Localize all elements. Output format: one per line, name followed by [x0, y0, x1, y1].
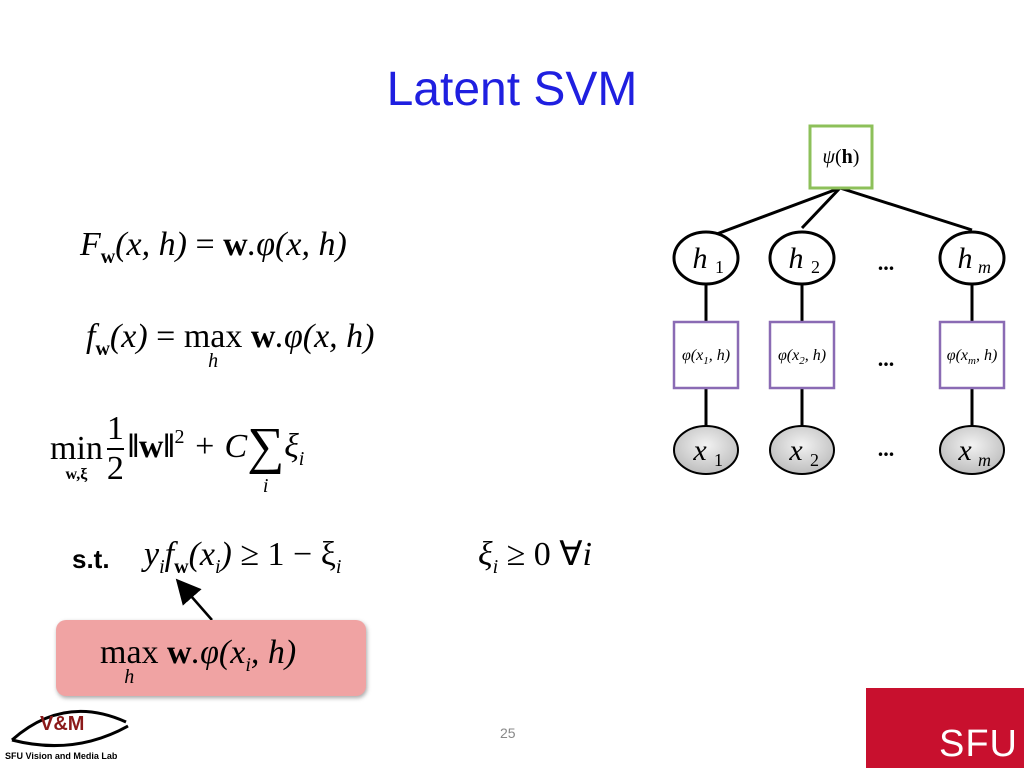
feature-ellipsis: ... — [878, 346, 895, 371]
svg-text:x: x — [788, 434, 803, 467]
observed-node-2: x 2 — [769, 425, 835, 475]
svg-text:2: 2 — [810, 450, 819, 470]
observed-ellipsis: ... — [878, 436, 895, 461]
observed-node-m: x m — [939, 425, 1005, 475]
svg-text:φ(x2, h): φ(x2, h) — [778, 347, 826, 367]
latent-max-callout — [56, 620, 366, 696]
root-psi-label: ψ(h) — [823, 146, 860, 168]
svg-text:1: 1 — [715, 257, 724, 277]
hidden-ellipsis: ... — [878, 250, 895, 275]
svg-text:x: x — [957, 434, 972, 467]
svg-text:h: h — [958, 242, 973, 275]
feature-box-2: φ(x2, h) — [768, 320, 836, 390]
svg-text:m: m — [978, 257, 991, 277]
pointer-arrow — [175, 578, 213, 621]
svg-text:x: x — [692, 434, 707, 467]
sfu-logo: SFU — [866, 688, 1024, 768]
lab-name: SFU Vision and Media Lab — [5, 751, 118, 761]
svg-text:1: 1 — [714, 450, 723, 470]
feature-box-1: φ(x1, h) — [672, 320, 740, 390]
equation-score-function: Fw(x, h) = w.φ(x, h) — [80, 226, 347, 268]
svg-text:φ(x1, h): φ(x1, h) — [682, 347, 730, 367]
hidden-node-2: h 2 — [768, 230, 836, 286]
svg-text:m: m — [978, 450, 991, 470]
svg-text:2: 2 — [811, 257, 820, 277]
subject-to-label: s.t. — [72, 544, 110, 574]
hidden-node-m: h m — [938, 230, 1006, 286]
equation-constraint: yifw(xi) ≥ 1 − ξi — [144, 536, 342, 578]
svg-text:V&M: V&M — [40, 713, 84, 735]
lab-logo-icon: V&M — [11, 710, 129, 748]
sfu-logo-text: SFU — [939, 723, 1018, 765]
hidden-node-1: h 1 — [672, 230, 740, 286]
svg-text:h: h — [693, 242, 708, 275]
page-number: 25 — [500, 725, 516, 741]
diagram-edges — [704, 186, 974, 428]
root-psi-box — [808, 124, 874, 190]
svg-text:φ(xm, h): φ(xm, h) — [947, 347, 998, 367]
feature-box-m: φ(xm, h) — [938, 320, 1006, 390]
svg-text:h: h — [789, 242, 804, 275]
equation-slack-constraint: ξi ≥ 0 ∀i — [478, 536, 592, 578]
slide-title: Latent SVM — [386, 63, 638, 116]
latent-svm-graphical-model: ψ(h) h 1 h 2 h m ... φ(x1, h) φ(x2, h) φ… — [672, 124, 1006, 475]
observed-node-1: x 1 — [673, 425, 739, 475]
